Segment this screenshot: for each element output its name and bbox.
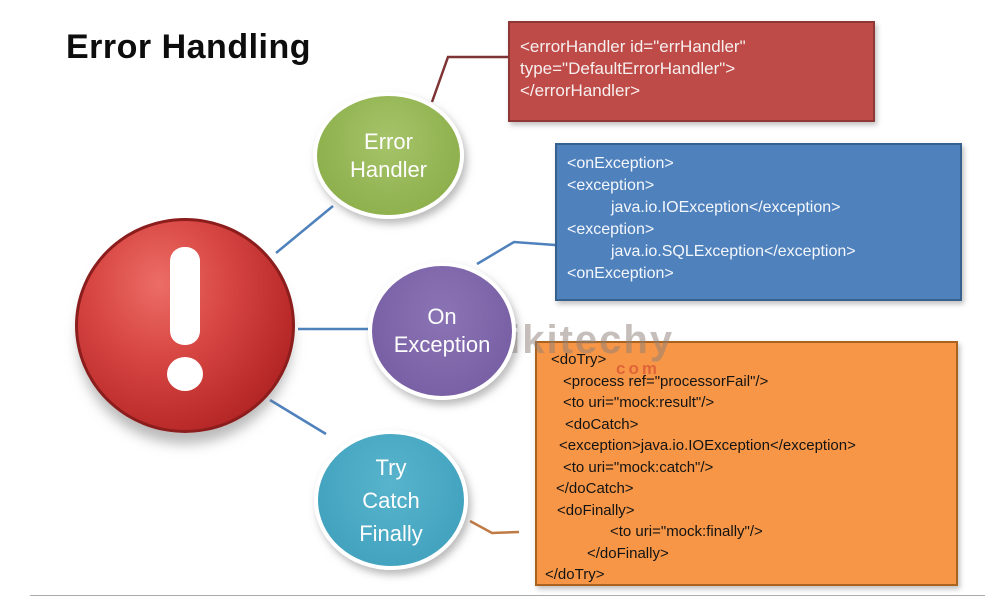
node-try-catch-finally: Try Catch Finally xyxy=(314,430,468,570)
connector-alert-to-errorhandler xyxy=(275,205,334,254)
code-line: <onException> xyxy=(567,265,674,282)
code-line: </doCatch> xyxy=(556,480,634,497)
code-line: <onException> xyxy=(567,155,674,172)
code-line: type="DefaultErrorHandler"> xyxy=(520,59,736,78)
alert-circle xyxy=(75,218,295,433)
node-error-handler: Error Handler xyxy=(313,92,464,219)
code-line: </doFinally> xyxy=(587,544,669,562)
code-line: java.io.SQLException</exception> xyxy=(611,243,856,260)
node-try-catch-finally-label: Try Catch Finally xyxy=(359,454,423,546)
code-line: java.io.IOException</exception> xyxy=(611,199,841,216)
code-line: <to uri="mock:finally"/> xyxy=(610,523,763,540)
code-line: </doTry> xyxy=(545,566,605,583)
code-line: <errorHandler id="errHandler" xyxy=(520,37,746,56)
node-on-exception-label: On Exception xyxy=(393,304,491,357)
exclamation-icon xyxy=(170,246,200,345)
exclamation-dot-icon xyxy=(167,356,203,391)
dotry-code-box: <doTry> <process ref="processorFail"/> <to… xyxy=(535,341,958,586)
code-line: <exception> xyxy=(567,177,655,194)
errorhandler-code-box: <errorHandler id="errHandler" type="Defau… xyxy=(508,21,875,122)
connector-alert-to-trycatch xyxy=(269,398,327,436)
node-on-exception: On Exception xyxy=(368,262,516,400)
code-line: <to uri="mock:catch"/> xyxy=(563,458,714,476)
connector-onexception-to-bluebox xyxy=(476,240,556,266)
code-line: <process ref="processorFail"/> xyxy=(563,372,769,390)
code-line: <exception> xyxy=(567,221,655,238)
onexception-code-box: <onException> <exception> java.io.IOExcept… xyxy=(555,143,962,301)
connector-trycatch-to-orangebox xyxy=(469,519,520,535)
page-title: Error Handling xyxy=(66,28,312,66)
code-line: <doFinally> xyxy=(557,501,635,519)
code-line: <to uri="mock:result"/> xyxy=(563,394,715,411)
code-line: </errorHandler> xyxy=(520,81,641,100)
node-error-handler-label: Error Handler xyxy=(349,128,428,182)
connector-errorhandler-to-redbox xyxy=(430,55,508,103)
code-line: <doCatch> xyxy=(565,415,639,433)
footer-divider xyxy=(30,595,985,596)
code-line: <exception>java.io.IOException</exceptio… xyxy=(559,437,856,454)
code-line: <doTry> xyxy=(551,351,607,368)
